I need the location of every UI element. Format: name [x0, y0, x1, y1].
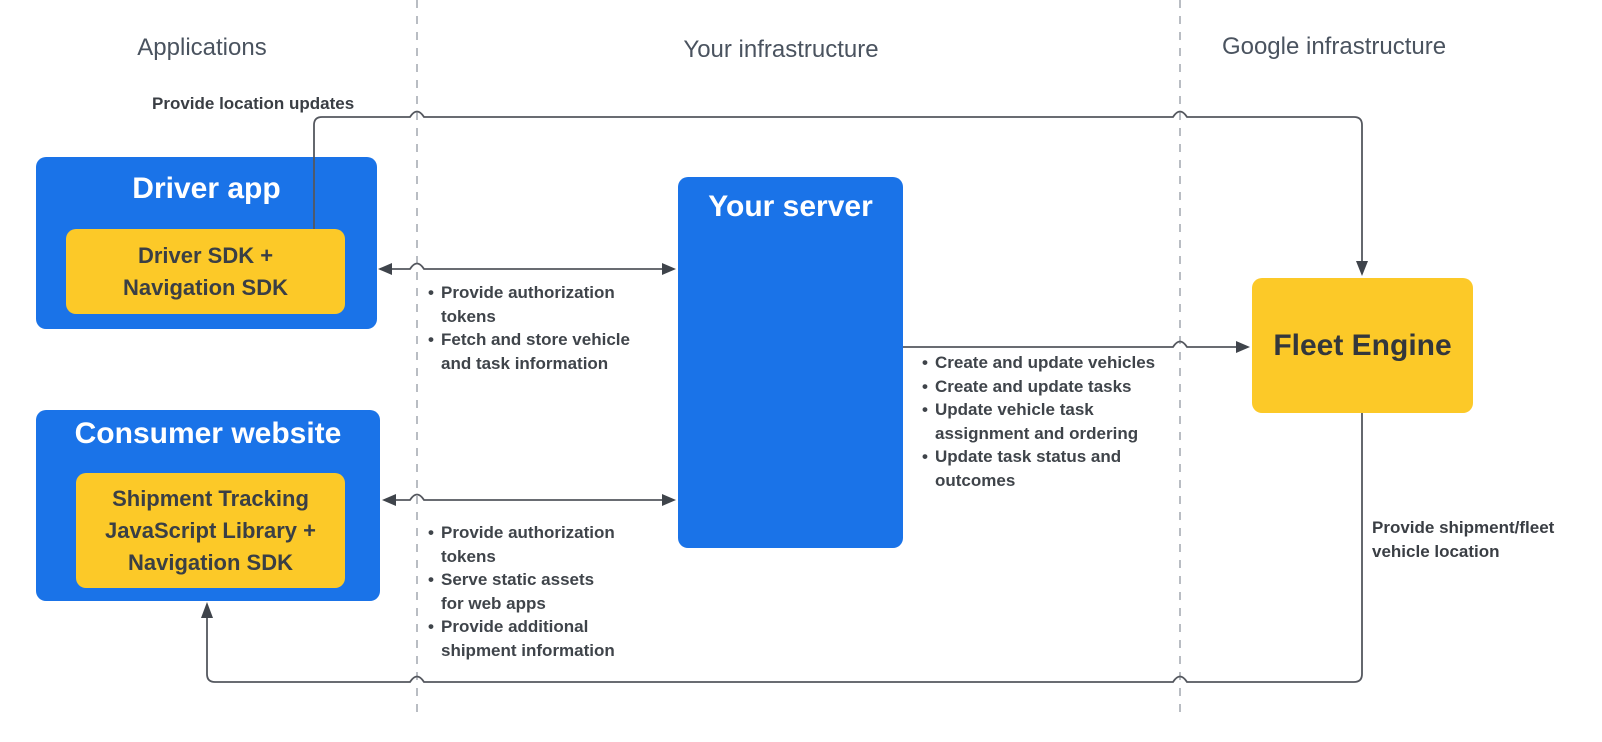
edge-driver-server [392, 262, 662, 270]
list-driver-server-responsibilities: Provide authorization tokens Fetch and s… [428, 281, 630, 375]
node-consumer-website: Consumer website Shipment Tracking JavaS… [36, 410, 380, 601]
node-fleet-engine: Fleet Engine [1252, 278, 1473, 413]
consumer-website-title: Consumer website [74, 417, 342, 450]
column-header-google-infrastructure: Google infrastructure [1221, 33, 1447, 60]
edge-consumer-server [396, 493, 662, 501]
list-item: Provide authorization tokens [428, 281, 630, 328]
arrowhead-into-consumer-website-bottom [201, 602, 213, 618]
list-item: Update vehicle task assignment and order… [922, 398, 1155, 445]
arrowhead-into-consumer-website [382, 494, 396, 506]
label-provide-location-updates: Provide location updates [152, 94, 355, 113]
arrowhead-into-driver-app [378, 263, 392, 275]
arrowhead-into-fleet-engine-left [1236, 341, 1250, 353]
list-item: Create and update vehicles [922, 351, 1155, 375]
driver-app-title: Driver app [132, 172, 281, 205]
driver-sdk-chip: Driver SDK + Navigation SDK [66, 229, 345, 314]
list-consumer-server-responsibilities: Provide authorization tokens Serve stati… [428, 521, 615, 662]
node-driver-app: Driver app Driver SDK + Navigation SDK [36, 157, 377, 329]
arrowhead-into-your-server-lower [662, 494, 676, 506]
label-provide-shipment-fleet-vehicle-location: Provide shipment/fleet vehicle location [1372, 518, 1555, 561]
arrowhead-into-your-server-upper [662, 263, 676, 275]
list-item: Fetch and store vehicle and task informa… [428, 328, 630, 375]
node-your-server: Your server [678, 177, 903, 548]
column-header-your-infrastructure: Your infrastructure [683, 36, 879, 63]
your-server-title: Your server [708, 190, 873, 223]
arrowhead-into-fleet-engine-top [1356, 261, 1368, 276]
column-header-applications: Applications [137, 34, 267, 61]
list-item: Update task status and outcomes [922, 445, 1155, 492]
list-item: Provide additional shipment information [428, 615, 615, 662]
list-item: Provide authorization tokens [428, 521, 615, 568]
list-server-fleet-responsibilities: Create and update vehicles Create and up… [922, 351, 1155, 492]
list-item: Create and update tasks [922, 375, 1155, 399]
list-item: Serve static assets for web apps [428, 568, 615, 615]
edge-server-fleet [903, 340, 1236, 348]
shipment-tracking-chip: Shipment Tracking JavaScript Library + N… [76, 473, 345, 588]
